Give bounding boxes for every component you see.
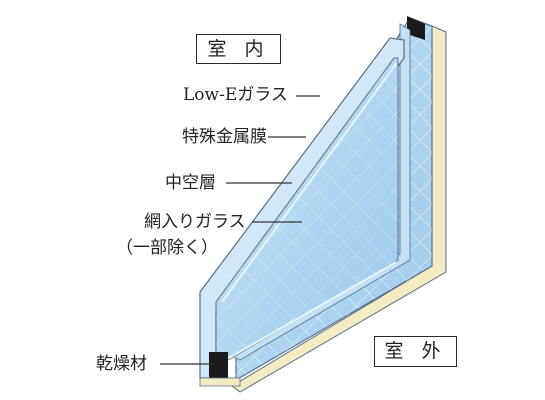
wired-glass-label: 網入りガラス <box>144 212 246 232</box>
spacer-top <box>407 16 425 40</box>
hollow-layer-label: 中空層 <box>165 173 216 193</box>
desiccant-label: 乾燥材 <box>96 354 147 374</box>
indoor-label: 室 内 <box>196 34 281 64</box>
wired-glass-note: （一部除く） <box>116 238 218 258</box>
special-metal-film-label: 特殊金属膜 <box>182 127 267 147</box>
outdoor-label: 室 外 <box>374 336 457 367</box>
low-e-glass-label: Low-Eガラス <box>183 85 288 105</box>
spacer-bottom <box>209 352 228 378</box>
